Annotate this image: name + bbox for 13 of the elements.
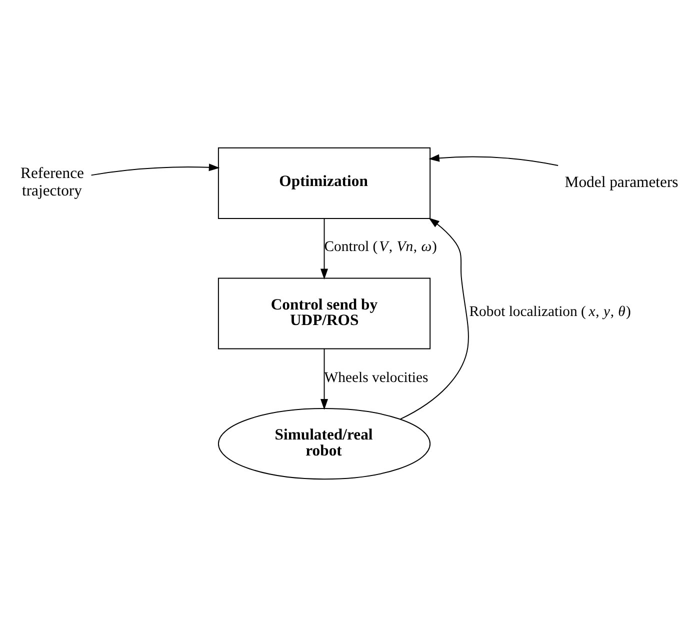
arrow: [320, 218, 328, 280]
arrow: [90, 163, 220, 176]
edge-label: Control (V, Vn, ω): [324, 238, 437, 254]
edge-label: Robot localization (x, y, θ): [469, 303, 631, 320]
node-text: Model parameters: [564, 173, 678, 190]
node-ellipse: Simulated/real robot: [218, 408, 431, 480]
node-box: Control send by UDP/ROS: [218, 277, 431, 349]
edge-label: Wheels velocities: [324, 370, 428, 386]
node-text: Reference trajectory: [20, 164, 84, 200]
node-box: Optimization: [218, 146, 431, 218]
arrow: [320, 348, 328, 410]
arrow: [428, 154, 559, 166]
arrow: [400, 217, 469, 420]
